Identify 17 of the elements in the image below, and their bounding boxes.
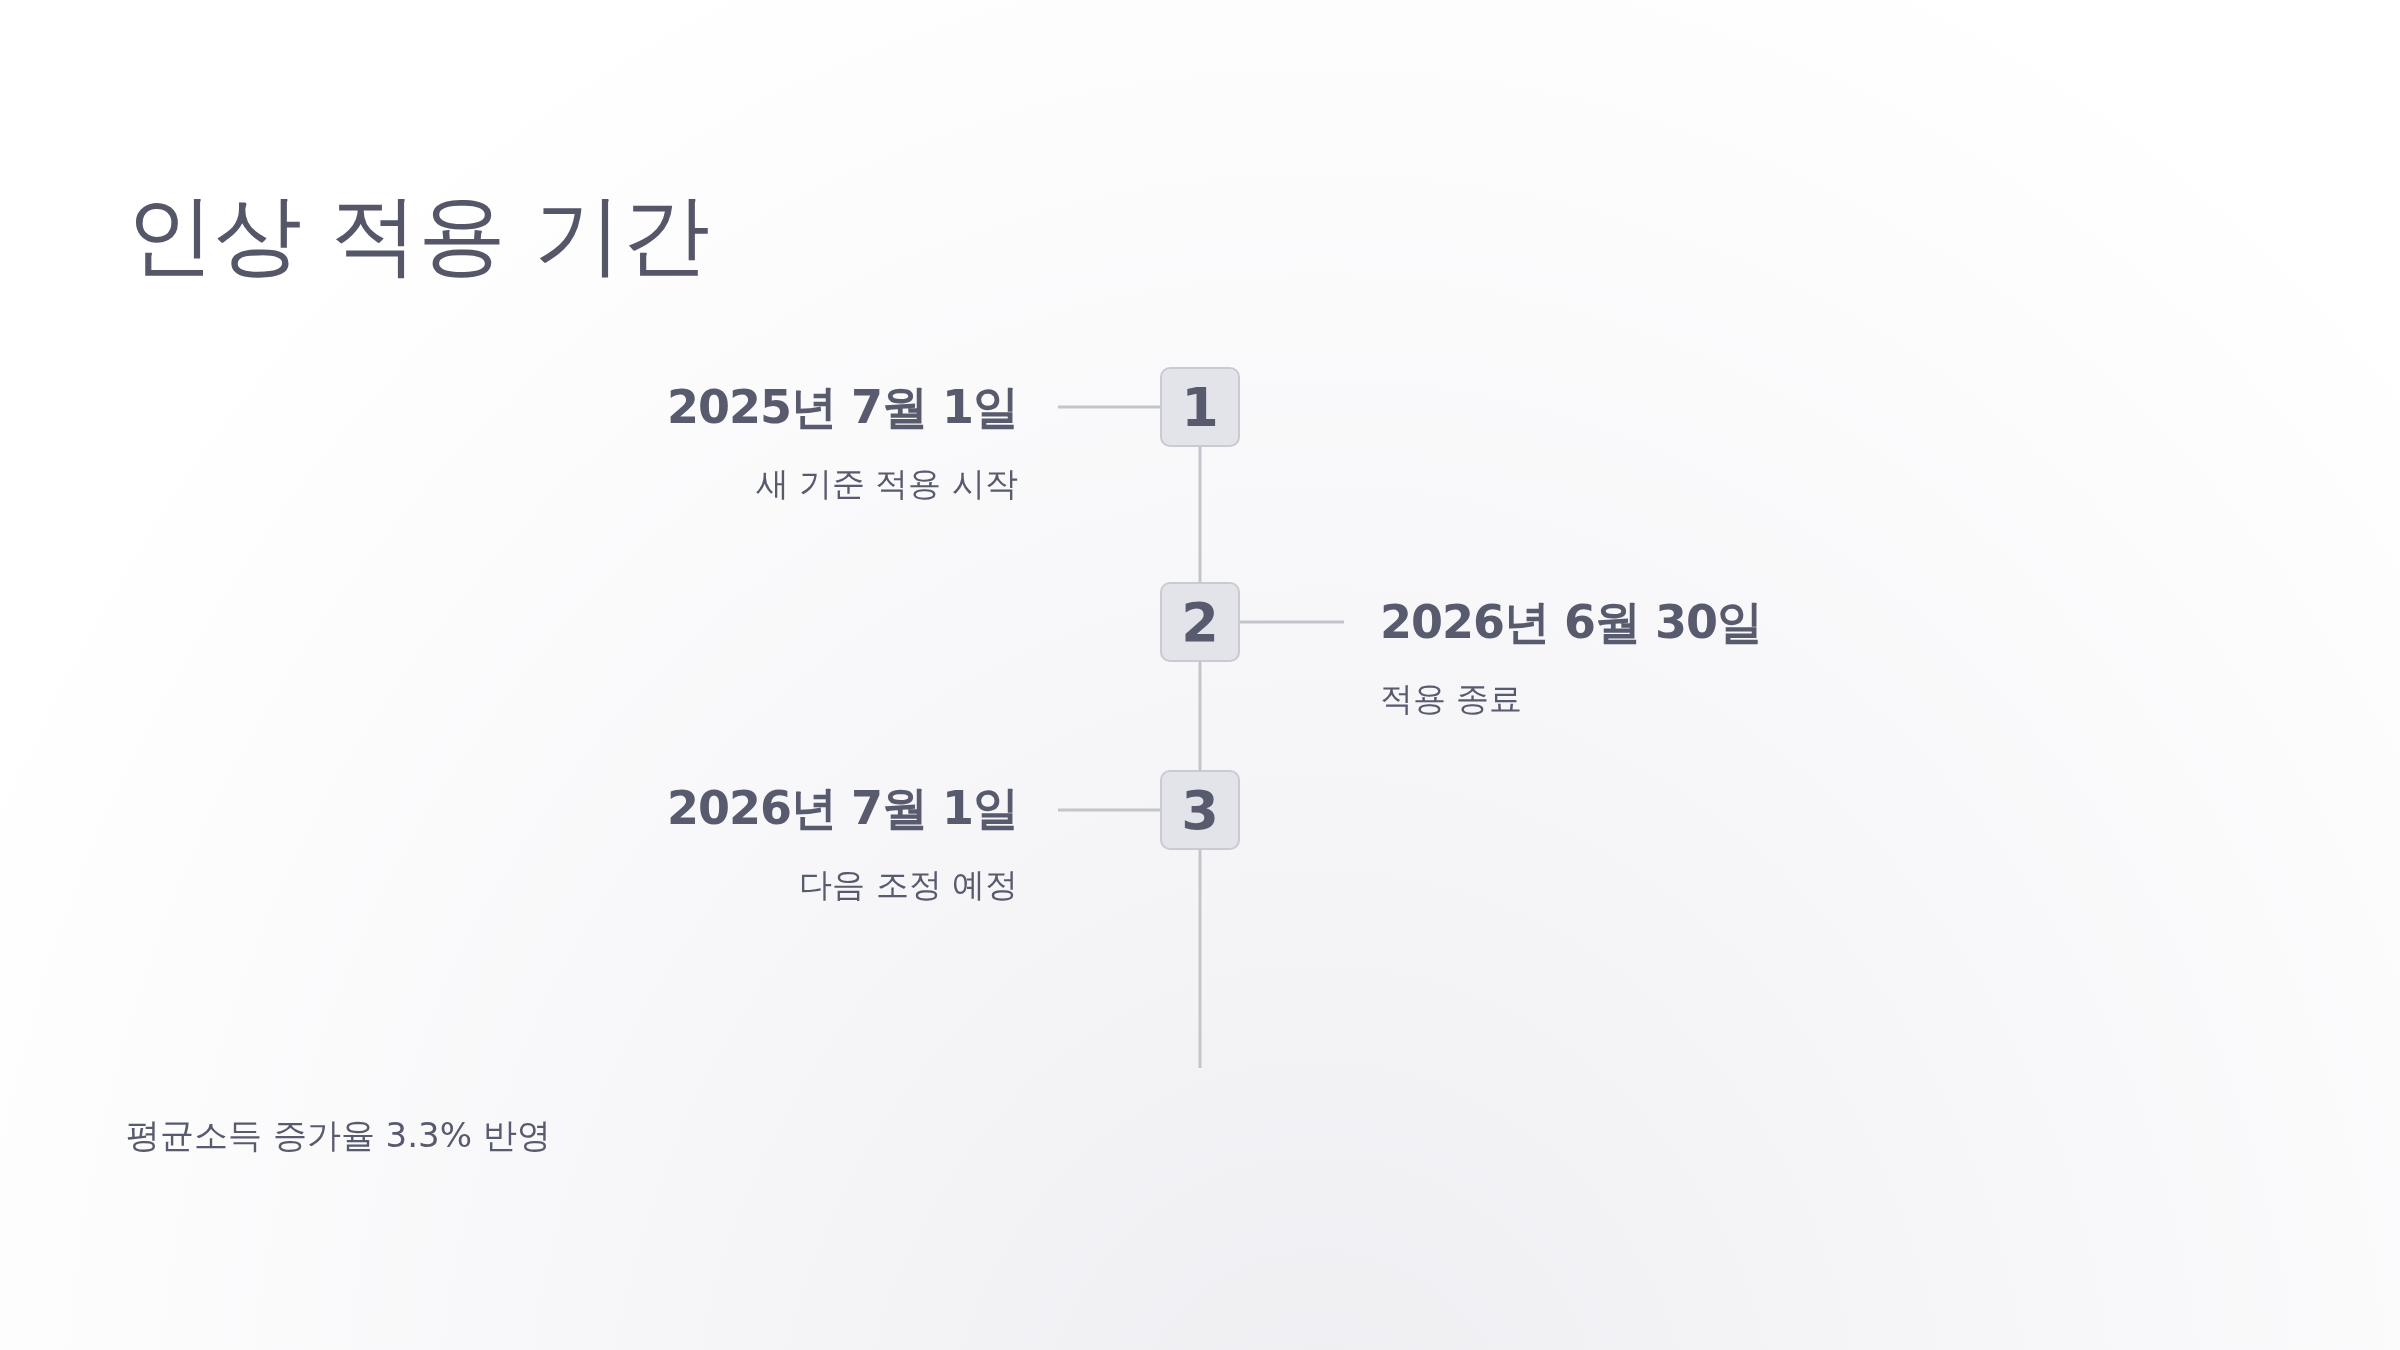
connector-line: [1058, 808, 1160, 812]
step-number-box: 2: [1160, 582, 1240, 662]
date-text: 2026년 6월 30일: [1380, 594, 1763, 651]
step-number-box: 1: [1160, 367, 1240, 447]
connector-line: [1058, 405, 1160, 409]
timeline-line: [1198, 662, 1202, 770]
description-text: 다음 조정 예정: [798, 864, 1018, 906]
description-text: 새 기준 적용 시작: [754, 463, 1018, 505]
note-text: 평균소득 증가율 3.3% 반영: [126, 1114, 551, 1157]
date-text: 2026년 7월 1일: [666, 780, 1018, 837]
step-number-box: 3: [1160, 770, 1240, 850]
connector-line: [1240, 620, 1344, 624]
timeline-line: [1198, 447, 1202, 582]
description-text: 적용 종료: [1380, 678, 1524, 720]
date-text: 2025년 7월 1일: [666, 379, 1018, 436]
title: 인상 적용 기간: [126, 182, 710, 288]
timeline-line: [1198, 850, 1202, 1068]
